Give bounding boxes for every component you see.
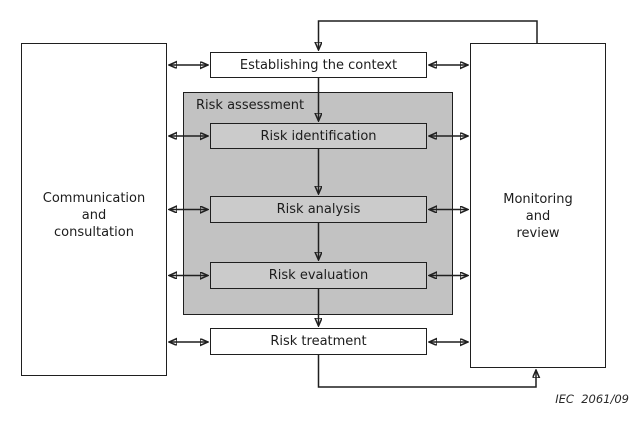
- monitoring-line-2: and: [525, 209, 551, 224]
- communication-line-1: Communication: [42, 191, 146, 206]
- monitoring-line-1: Monitoring: [503, 192, 573, 207]
- establishing-context-label: Establishing the context: [239, 57, 398, 73]
- monitoring-review-box: Monitoring and review: [470, 43, 606, 368]
- risk-evaluation-box: Risk evaluation: [210, 262, 427, 289]
- risk-assessment-label: Risk assessment: [196, 98, 305, 113]
- risk-evaluation-label: Risk evaluation: [268, 268, 369, 283]
- risk-treatment-box: Risk treatment: [210, 328, 427, 355]
- communication-consultation-box: Communication and consultation: [21, 43, 167, 376]
- risk-analysis-label: Risk analysis: [276, 202, 361, 217]
- figure-caption: IEC 2061/09: [555, 392, 629, 406]
- risk-treatment-label: Risk treatment: [270, 334, 367, 349]
- monitoring-line-3: review: [516, 226, 560, 241]
- risk-identification-label: Risk identification: [260, 128, 377, 144]
- risk-identification-box: Risk identification: [210, 123, 427, 149]
- risk-analysis-box: Risk analysis: [210, 196, 427, 223]
- communication-line-3: consultation: [54, 225, 134, 240]
- establishing-context-box: Establishing the context: [210, 52, 427, 78]
- communication-line-2: and: [81, 208, 107, 223]
